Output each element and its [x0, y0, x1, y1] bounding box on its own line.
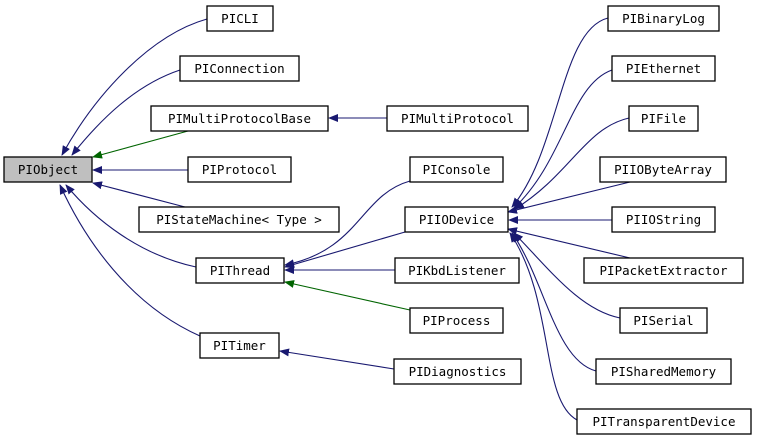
class-node-piserial[interactable]: PISerial [619, 307, 708, 334]
class-box [206, 5, 274, 32]
class-box [404, 206, 509, 233]
class-node-picli[interactable]: PICLI [206, 5, 274, 32]
class-box [199, 332, 280, 359]
class-box [150, 105, 329, 132]
edge-pipacketextractor-to-piiodevice [507, 227, 631, 259]
class-box [599, 156, 727, 183]
edge-picli-to-piobject [61, 18, 208, 156]
class-node-pifile[interactable]: PIFile [628, 105, 699, 132]
class-label: PITimer [213, 338, 266, 353]
class-box [611, 55, 716, 82]
edge-pitransparentdevice-to-piiodevice [509, 232, 578, 421]
class-box [386, 105, 529, 132]
class-box [409, 156, 504, 183]
class-node-pitimer[interactable]: PITimer [199, 332, 280, 359]
class-box [393, 358, 522, 385]
class-node-piconsole[interactable]: PIConsole [409, 156, 504, 183]
edge-piconnection-to-piobject [71, 69, 181, 156]
class-label: PIObject [18, 162, 78, 177]
class-node-pimultiprotocolbase[interactable]: PIMultiProtocolBase [150, 105, 329, 132]
class-box [611, 206, 716, 233]
class-label: PITransparentDevice [593, 414, 736, 429]
class-label: PICLI [221, 11, 259, 26]
class-box [583, 257, 744, 284]
class-node-pisharedmemory[interactable]: PISharedMemory [595, 358, 732, 385]
class-node-pipacketextractor[interactable]: PIPacketExtractor [583, 257, 744, 284]
class-label: PIThread [210, 263, 270, 278]
class-box [628, 105, 699, 132]
class-label: PIMultiProtocolBase [168, 111, 311, 126]
edge-piiobytearray-to-piiodevice [507, 181, 631, 214]
class-box [3, 156, 93, 183]
class-node-piiodevice[interactable]: PIIODevice [404, 206, 509, 233]
class-node-pikbdlistener[interactable]: PIKbdListener [394, 257, 520, 284]
class-label: PIDiagnostics [409, 364, 507, 379]
class-label: PISharedMemory [611, 364, 717, 379]
class-node-piconnection[interactable]: PIConnection [179, 55, 300, 82]
class-node-pimultiprotocol[interactable]: PIMultiProtocol [386, 105, 529, 132]
class-label: PIEthernet [626, 61, 701, 76]
class-node-pibinarylog[interactable]: PIBinaryLog [607, 5, 720, 32]
edge-pimultiprotocolbase-to-piobject [92, 130, 189, 159]
class-label: PIFile [641, 111, 686, 126]
class-node-piethernet[interactable]: PIEthernet [611, 55, 716, 82]
class-box [195, 257, 285, 284]
class-node-piprocess[interactable]: PIProcess [409, 307, 504, 334]
class-box [595, 358, 732, 385]
edge-pistatemachine-to-piobject [92, 181, 186, 208]
class-box [576, 408, 752, 435]
class-node-piiostring[interactable]: PIIOString [611, 206, 716, 233]
class-label: PIIOString [626, 212, 701, 227]
nodes: PIObject PICLI PIConnectionPIMultiProtocol… [3, 5, 752, 435]
edge-pibinarylog-to-piiodevice [511, 17, 609, 208]
class-node-pidiagnostics[interactable]: PIDiagnostics [393, 358, 522, 385]
class-label: PIConnection [194, 61, 284, 76]
class-label: PIKbdListener [408, 263, 506, 278]
class-label: PIStateMachine< Type > [156, 212, 322, 227]
class-node-pithread[interactable]: PIThread [195, 257, 285, 284]
edges [59, 17, 631, 421]
class-box [409, 307, 504, 334]
edge-piprocess-to-pithread [284, 280, 411, 311]
edge-piconsole-to-pithread [284, 180, 411, 268]
edge-pithread-to-piobject [65, 184, 197, 268]
edge-piiodevice-to-pithread [284, 231, 406, 269]
class-box [179, 55, 300, 82]
class-box [607, 5, 720, 32]
edge-pisharedmemory-to-piiodevice [511, 232, 597, 372]
class-label: PIBinaryLog [622, 11, 705, 26]
edge-pidiagnostics-to-pitimer [279, 348, 395, 370]
class-node-pitransparentdevice[interactable]: PITransparentDevice [576, 408, 752, 435]
class-node-piiobytearray[interactable]: PIIOByteArray [599, 156, 727, 183]
class-box [394, 257, 520, 284]
class-label: PIPacketExtractor [600, 263, 728, 278]
class-box [187, 156, 292, 183]
edge-piethernet-to-piiodevice [513, 69, 613, 209]
edge-piserial-to-piiodevice [513, 232, 621, 319]
class-label: PIProcess [423, 313, 491, 328]
class-label: PIProtocol [202, 162, 277, 177]
class-node-piprotocol[interactable]: PIProtocol [187, 156, 292, 183]
edge-pitimer-to-piobject [59, 184, 201, 337]
class-label: PIIODevice [419, 212, 494, 227]
class-label: PIMultiProtocol [401, 111, 514, 126]
edge-pifile-to-piiodevice [514, 117, 630, 210]
class-node-piobject: PIObject [3, 156, 93, 183]
class-node-pistatemachine[interactable]: PIStateMachine< Type > [138, 206, 340, 233]
class-label: PIIOByteArray [614, 162, 712, 177]
class-box [619, 307, 708, 334]
class-label: PISerial [633, 313, 693, 328]
class-box [138, 206, 340, 233]
class-label: PIConsole [423, 162, 491, 177]
